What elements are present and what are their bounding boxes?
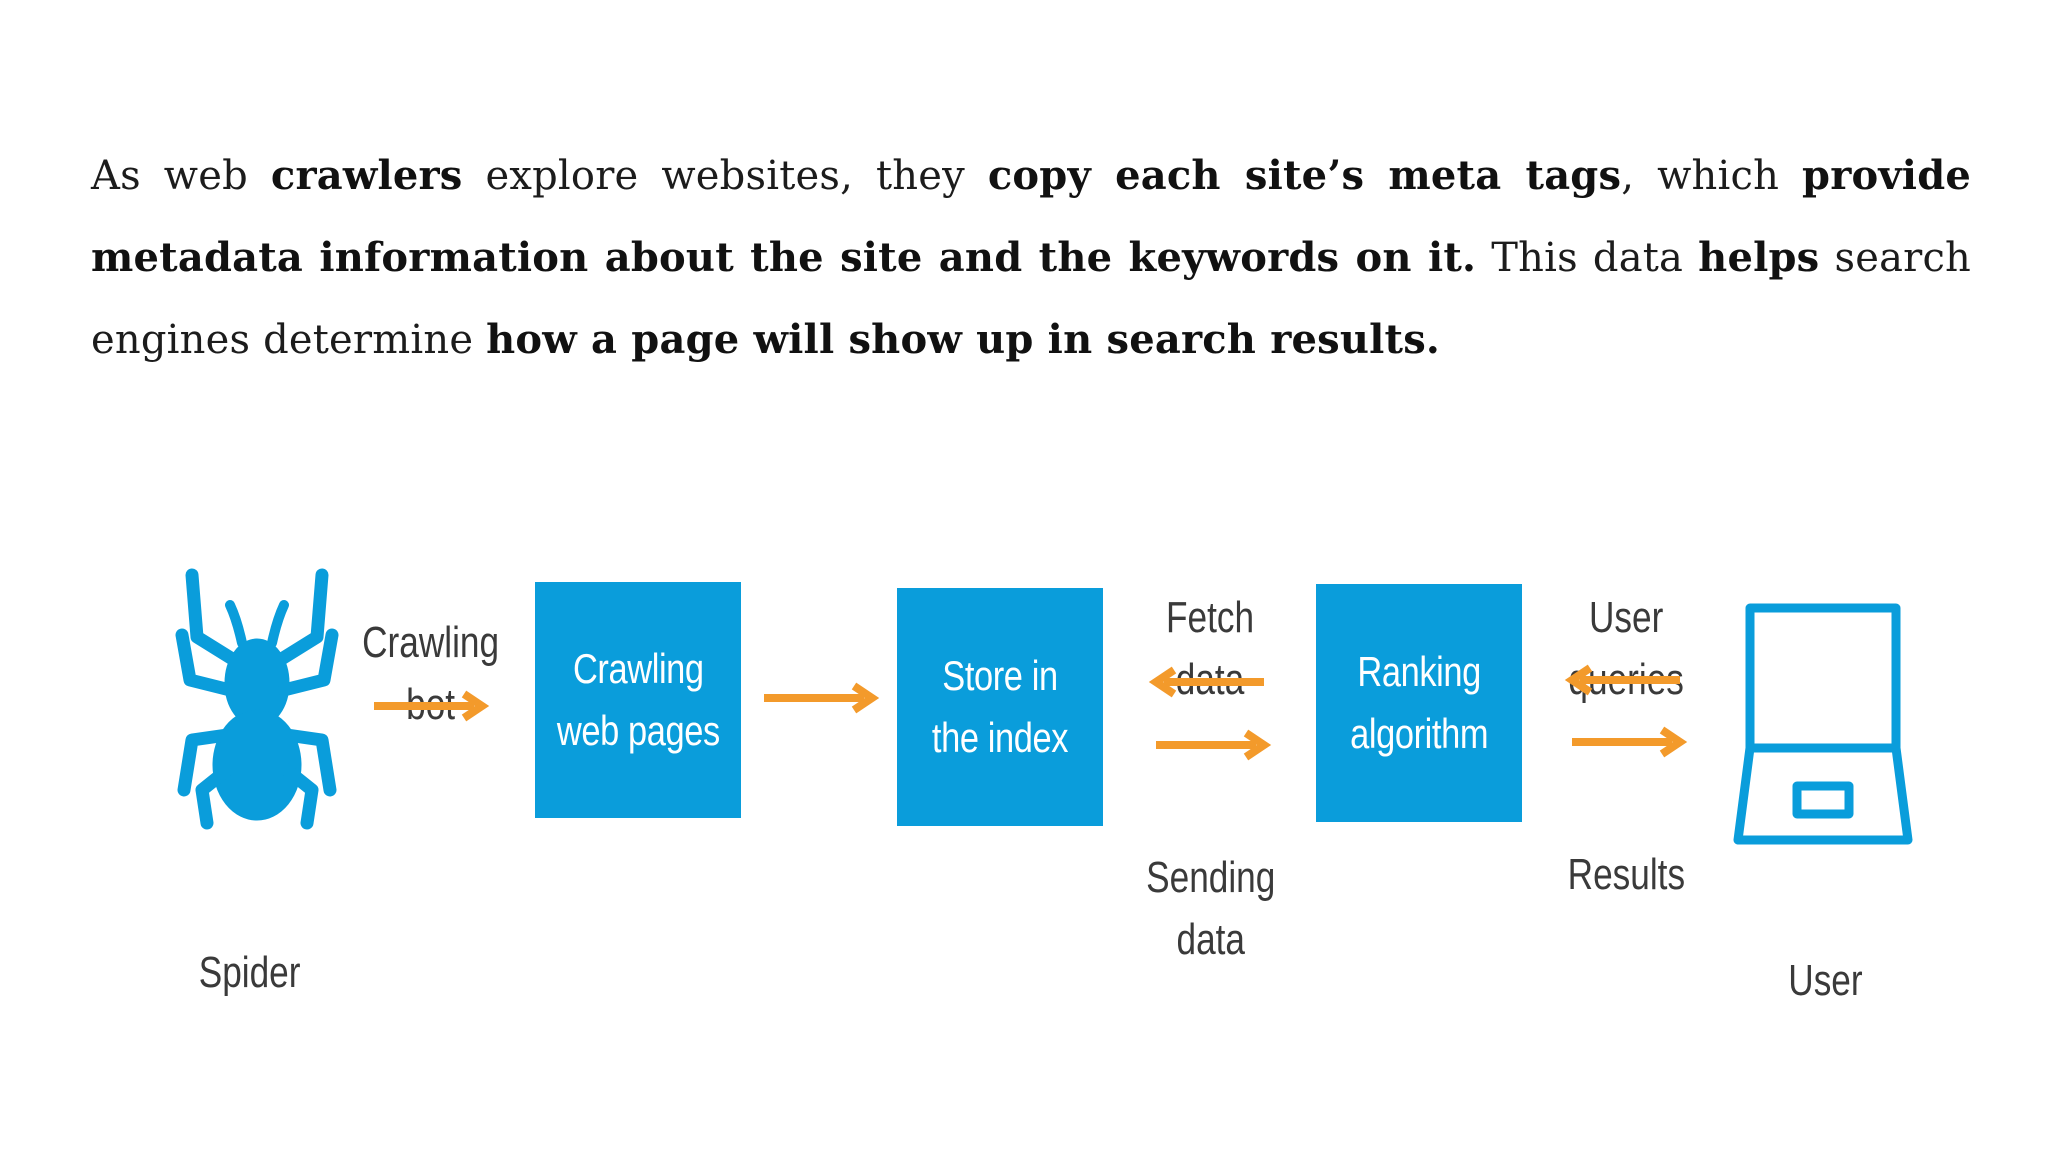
store-in-index-box: Store in the index: [897, 588, 1103, 826]
arrow-left-icon: [1148, 666, 1264, 698]
results-label: Results: [1567, 850, 1685, 899]
ranking-algorithm-box: Ranking algorithm: [1316, 584, 1522, 822]
description-paragraph: As web crawlers explore websites, they c…: [91, 135, 1971, 381]
spider-label: Spider: [199, 948, 301, 997]
arrow-right-icon: [374, 690, 490, 722]
bold-run: crawlers: [270, 152, 463, 199]
text-run: As web: [91, 153, 271, 199]
bold-run: provide metadata information about the s…: [91, 152, 1972, 281]
arrow-left-icon: [1564, 664, 1680, 696]
arrow-right-icon: [764, 682, 880, 714]
text-run: This data: [1476, 235, 1699, 281]
crawling-web-pages-box: Crawling web pages: [535, 582, 741, 818]
user-queries-label: User queries: [1568, 593, 1684, 704]
spider-icon: [175, 568, 339, 830]
arrow-right-icon: [1572, 726, 1688, 758]
text-run: explore websites, they: [462, 153, 988, 199]
arrow-right-icon: [1156, 729, 1272, 761]
laptop-icon: [1733, 603, 1913, 845]
bold-run: copy each site’s meta tags: [987, 152, 1622, 199]
user-label: User: [1787, 956, 1863, 1005]
bold-run: how a page will show up in search result…: [486, 316, 1441, 363]
sending-data-label: Sending data: [1146, 853, 1276, 964]
text-run: search engines determine: [91, 235, 1972, 363]
text-run: , which: [1621, 153, 1803, 199]
bold-run: helps: [1698, 234, 1820, 281]
